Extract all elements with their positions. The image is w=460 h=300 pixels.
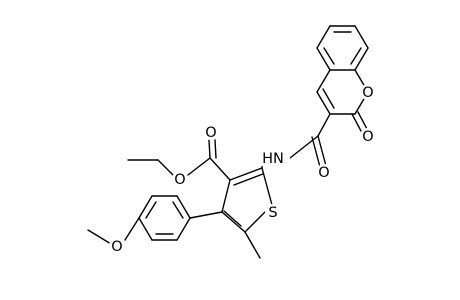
atom-label: O [318, 165, 329, 181]
bond [157, 159, 174, 176]
bond [138, 195, 153, 219]
bond [322, 88, 335, 109]
bond [209, 157, 231, 181]
amide-nitrogen: HN [256, 150, 290, 167]
bond [311, 136, 321, 168]
bond [261, 167, 273, 206]
bond [354, 25, 369, 49]
atom-label: O [111, 239, 122, 255]
bond [176, 195, 191, 219]
bond [350, 47, 362, 65]
bond [172, 201, 184, 219]
bond [124, 217, 140, 241]
bond-lines [87, 25, 369, 259]
bond [187, 157, 211, 176]
bond [351, 113, 362, 132]
thiophene-sulfur: S [265, 204, 281, 221]
atom-label: O [362, 85, 373, 101]
bond [214, 139, 217, 159]
bond [316, 69, 331, 93]
bond [316, 25, 331, 49]
bond [229, 167, 263, 181]
atom-label: O [174, 172, 185, 188]
atom-label: O [205, 125, 216, 141]
bond [357, 111, 368, 130]
bond [223, 210, 242, 227]
ester-alkoxy-oxygen: O [172, 171, 188, 188]
bond [221, 211, 246, 233]
bond [323, 47, 335, 65]
bond [176, 217, 191, 241]
bond [233, 173, 264, 186]
bond [145, 201, 157, 219]
bond [87, 229, 112, 245]
bond [138, 217, 153, 241]
bond [316, 47, 331, 71]
atom-label: O [362, 129, 373, 145]
bond [317, 135, 327, 167]
bond [208, 139, 211, 159]
atom-label: S [268, 205, 277, 221]
bond [316, 91, 331, 115]
bond [289, 135, 319, 159]
methoxy-oxygen: O [109, 238, 125, 255]
atom-labels: O O HN O O O S O [109, 84, 376, 255]
ring-oxygen: O [360, 84, 376, 101]
lactone-carbonyl-oxygen: O [360, 128, 376, 145]
ester-carbonyl-oxygen: O [203, 124, 219, 141]
atom-label: HN [262, 151, 284, 167]
bond [189, 211, 223, 219]
amide-carbonyl-oxygen: O [316, 164, 332, 181]
bond [354, 47, 369, 71]
bond [221, 179, 231, 213]
bond [317, 113, 331, 137]
bond [244, 231, 261, 259]
